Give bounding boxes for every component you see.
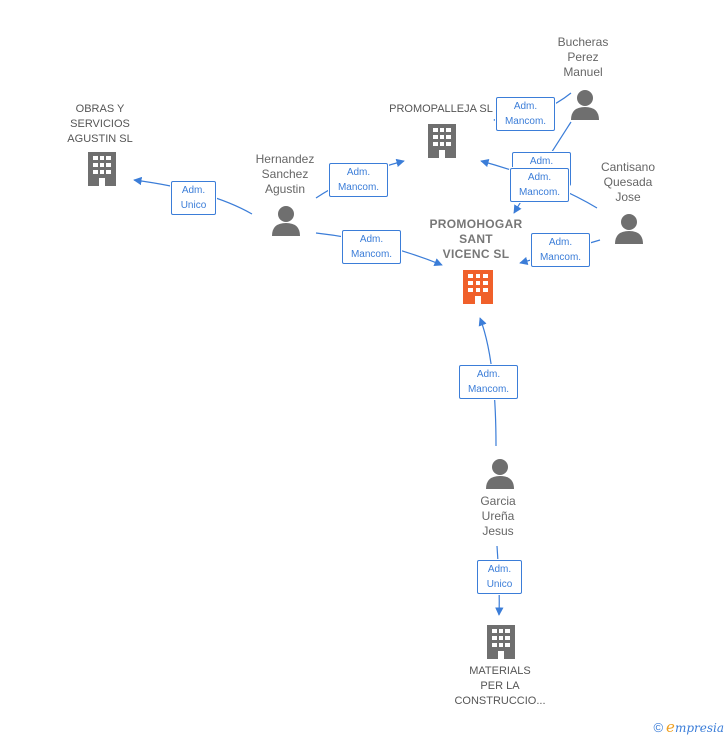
person-label-hernandez[interactable]: Hernandez Sanchez Agustin: [255, 152, 315, 196]
brand-logo: ©empresia: [653, 718, 724, 736]
edge-label-hernandez-promopalleja: Adm. Mancom.: [329, 163, 388, 197]
building-icon: [487, 625, 515, 659]
person-label-cantisano[interactable]: Cantisano Quesada Jose: [600, 160, 656, 204]
person-label-garcia[interactable]: Garcia Ureña Jesus: [480, 494, 516, 538]
edge-label-hernandez-promohogar: Adm. Mancom.: [342, 230, 401, 264]
copyright-symbol: ©: [653, 720, 664, 735]
person-icon: [571, 90, 599, 120]
edge-label-garcia-promohogar: Adm. Mancom.: [459, 365, 518, 399]
person-label-bucheras[interactable]: Bucheras Perez Manuel: [557, 35, 609, 79]
building-icon: [428, 124, 456, 158]
company-label-materials[interactable]: MATERIALS PER LA CONSTRUCCIO...: [454, 665, 546, 707]
company-label-promopalleja[interactable]: PROMOPALLEJA SL: [389, 103, 493, 115]
edge-label-bucheras-promohogar: Adm. Mancom.: [510, 168, 569, 202]
person-icon: [272, 206, 300, 236]
edge-label-garcia-materials: Adm. Unico: [477, 560, 522, 594]
person-icon: [486, 459, 514, 489]
edge-label-hernandez-obras: Adm. Unico: [171, 181, 216, 215]
edge-label-cantisano-promohogar: Adm. Mancom.: [531, 233, 590, 267]
edge-label-bucheras-promopalleja: Adm. Mancom.: [496, 97, 555, 131]
building-icon: [88, 152, 116, 186]
company-label-obras[interactable]: OBRAS Y SERVICIOS AGUSTIN SL: [67, 103, 133, 145]
person-icon: [615, 214, 643, 244]
building-icon-main: [463, 270, 493, 304]
brand-name: mpresia: [674, 721, 724, 735]
company-label-promohogar[interactable]: PROMOHOGAR SANT VICENC SL: [429, 217, 523, 261]
brand-first-letter: e: [666, 718, 675, 736]
